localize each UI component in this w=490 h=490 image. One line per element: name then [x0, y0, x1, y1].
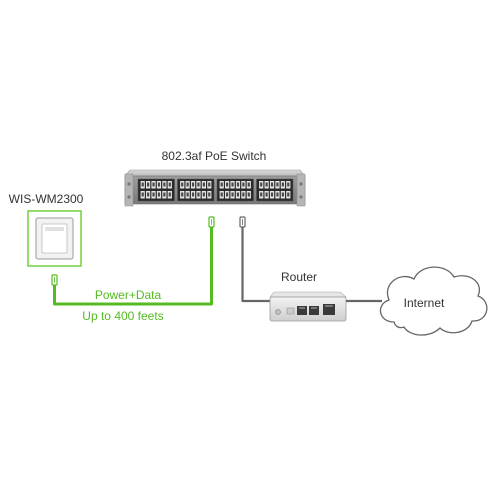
switch-port-socket [181, 192, 184, 197]
port-group [137, 178, 175, 202]
switch-port-socket [265, 182, 268, 187]
switch-port-socket [226, 192, 229, 197]
switch-port-socket [220, 182, 223, 187]
internet-label: Internet [404, 296, 445, 310]
switch-port-socket [197, 192, 200, 197]
switch-port-socket [270, 182, 274, 187]
switch-port-socket [157, 182, 161, 187]
switch-port-socket [281, 192, 284, 197]
switch-port-socket [247, 192, 250, 197]
switch-port-socket [276, 182, 279, 187]
switch-port-socket [287, 192, 290, 197]
power-data-label: Power+Data [95, 288, 162, 302]
switch-port-socket [163, 182, 166, 187]
device-connector [51, 274, 58, 286]
switch-port-groups [137, 178, 294, 202]
switch-uplink-connector [239, 216, 246, 228]
switch-port-socket [147, 192, 150, 197]
switch-port-socket [157, 192, 161, 197]
switch-port-socket [226, 182, 229, 187]
switch-port-socket [141, 192, 144, 197]
switch-port-socket [181, 182, 184, 187]
poe-switch [124, 169, 306, 207]
switch-port-socket [168, 192, 171, 197]
switch-port-socket [260, 182, 263, 187]
switch-port-socket [152, 182, 155, 187]
router [269, 291, 347, 322]
switch-port-socket [202, 182, 205, 187]
switch-port-socket [163, 192, 166, 197]
switch-port-socket [287, 182, 290, 187]
switch-port-socket [168, 182, 171, 187]
switch-port-socket [281, 182, 284, 187]
power-data-link [53, 227, 213, 306]
internet-cloud [379, 266, 488, 336]
switch-port-socket [141, 182, 144, 187]
switch-port-socket [242, 182, 245, 187]
switch-port-socket [247, 182, 250, 187]
switch-poe-connector [208, 216, 215, 228]
wis-wm2300-device [27, 210, 82, 267]
switch-port-socket [202, 192, 205, 197]
switch-port-socket [208, 182, 211, 187]
switch-port-socket [276, 192, 279, 197]
switch-port-socket [220, 192, 223, 197]
switch-port-socket [236, 192, 240, 197]
switch-port-socket [186, 182, 189, 187]
switch-port-socket [236, 182, 240, 187]
switch-port-socket [270, 192, 274, 197]
switch-port-socket [242, 192, 245, 197]
uplink-cable [241, 227, 272, 303]
router-label: Router [281, 270, 317, 284]
switch-port-socket [152, 192, 155, 197]
device-label: WIS-WM2300 [9, 192, 84, 206]
switch-port-socket [265, 192, 268, 197]
port-group [256, 178, 294, 202]
switch-port-socket [208, 192, 211, 197]
switch-port-socket [231, 182, 234, 187]
switch-label: 802.3af PoE Switch [162, 149, 267, 163]
switch-port-socket [147, 182, 150, 187]
port-group [177, 178, 215, 202]
switch-port-socket [186, 192, 189, 197]
port-group [216, 178, 254, 202]
switch-port-socket [260, 192, 263, 197]
switch-port-socket [191, 182, 195, 187]
switch-port-socket [231, 192, 234, 197]
switch-port-socket [197, 182, 200, 187]
distance-label: Up to 400 feets [82, 309, 163, 323]
switch-port-socket [191, 192, 195, 197]
